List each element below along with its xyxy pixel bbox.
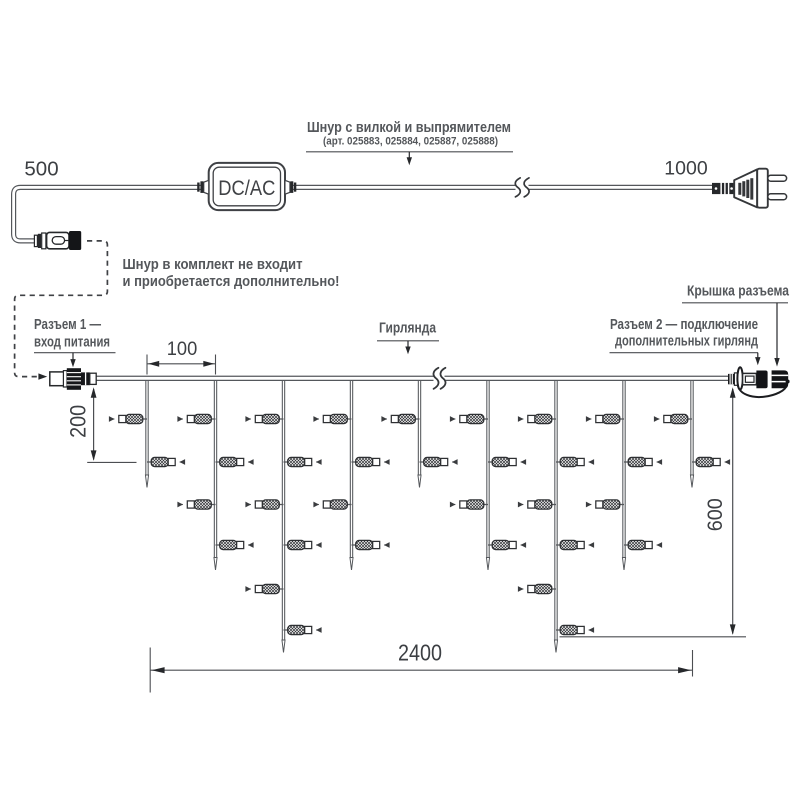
svg-text:Гирлянда: Гирлянда — [379, 320, 436, 337]
svg-text:Крышка разъема: Крышка разъема — [687, 283, 789, 300]
svg-text:вход питания: вход питания — [34, 333, 110, 350]
svg-text:Шнур с вилкой и выпрямителем: Шнур с вилкой и выпрямителем — [307, 119, 511, 136]
svg-text:DC/AC: DC/AC — [218, 177, 275, 200]
svg-text:2400: 2400 — [398, 640, 442, 666]
svg-text:и приобретается дополнительно!: и приобретается дополнительно! — [123, 273, 340, 290]
svg-text:дополнительных гирлянд: дополнительных гирлянд — [615, 332, 758, 349]
svg-text:500: 500 — [24, 158, 58, 181]
svg-text:200: 200 — [65, 405, 90, 438]
svg-text:(арт. 025883, 025884, 025887,: (арт. 025883, 025884, 025887, 025888) — [323, 136, 498, 148]
svg-text:600: 600 — [704, 498, 727, 531]
svg-text:Разъем 1 —: Разъем 1 — — [34, 316, 102, 333]
svg-text:1000: 1000 — [664, 157, 708, 179]
svg-text:100: 100 — [167, 338, 198, 360]
svg-text:Разъем 2 — подключение: Разъем 2 — подключение — [610, 316, 758, 333]
svg-text:Шнур в комплект не входит: Шнур в комплект не входит — [123, 256, 303, 273]
